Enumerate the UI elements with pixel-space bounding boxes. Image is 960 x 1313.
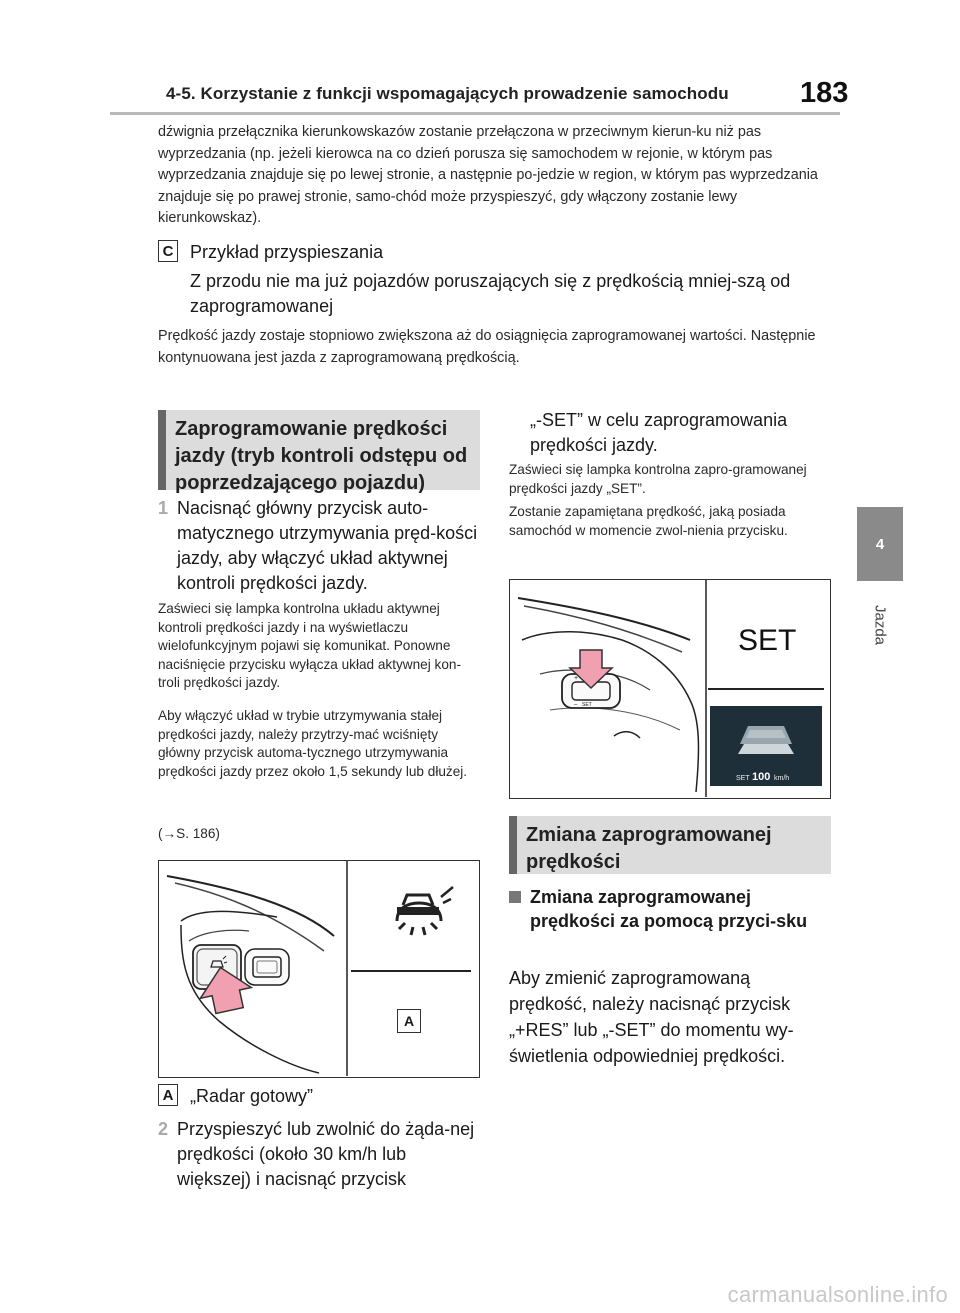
caption-text: „Radar gotowy” bbox=[190, 1086, 314, 1106]
change-speed-body: Aby zmienić zaprogramowaną prędkość, nal… bbox=[509, 968, 794, 1066]
page-number: 183 bbox=[800, 77, 849, 109]
svg-text:+: + bbox=[574, 675, 578, 682]
chapter-label: Jazda bbox=[871, 604, 889, 646]
set-label: SET bbox=[738, 624, 796, 657]
page-reference[interactable]: (→S. 186) bbox=[158, 826, 220, 841]
bullet-heading: Zmiana zaprogramowanej prędkości za pomo… bbox=[530, 887, 808, 931]
example-marker: C bbox=[158, 240, 178, 262]
svg-text:km/h: km/h bbox=[774, 775, 789, 782]
press-arrow-icon bbox=[198, 966, 254, 1015]
caption-letter: A bbox=[158, 1084, 178, 1106]
step-2-number: 2 bbox=[158, 1119, 169, 1139]
example-note: Prędkość jazdy zostaje stopniowo zwiększ… bbox=[158, 328, 816, 366]
step-1-note-1: Zaświeci się lampka kontrolna układu akt… bbox=[158, 601, 461, 690]
figure-set-speed: + – SET SET SET 100 km/h bbox=[509, 579, 831, 799]
chapter-tab[interactable]: 4 bbox=[857, 507, 903, 581]
figure-radar-ready: A bbox=[158, 860, 480, 1078]
header-title: 4-5. Korzystanie z funkcji wspomagającyc… bbox=[166, 84, 729, 103]
watermark: carmanualsonline.info bbox=[727, 1282, 948, 1307]
step-1-note-2: Aby włączyć układ w trybie utrzymywania … bbox=[158, 708, 468, 779]
section-heading-programming: Zaprogramowanie prędkości jazdy (tryb ko… bbox=[158, 410, 480, 494]
section-heading-change-speed: Zmiana zaprogramowanej prędkości bbox=[509, 816, 831, 874]
example-subtitle: Z przodu nie ma już pojazdów poruszający… bbox=[190, 271, 791, 316]
intro-paragraph: dźwignia przełącznika kierunkowskazów zo… bbox=[158, 124, 818, 226]
step-2-text: Przyspieszyć lub zwolnić do żąda-nej prę… bbox=[177, 1119, 475, 1189]
header-divider bbox=[110, 112, 840, 115]
svg-text:–: – bbox=[574, 702, 578, 708]
step-1-number: 1 bbox=[158, 498, 169, 518]
steering-wheel-illustration bbox=[166, 861, 471, 1076]
radar-car-icon bbox=[395, 886, 454, 936]
svg-text:100: 100 bbox=[752, 771, 770, 783]
svg-text:SET: SET bbox=[582, 702, 592, 708]
step-1-text: Nacisnąć główny przycisk auto-matycznego… bbox=[177, 498, 478, 593]
step-2-continued: „-SET” w celu zaprogramowania prędkości … bbox=[530, 410, 788, 455]
example-title: Przykład przyspieszania bbox=[190, 242, 384, 262]
svg-text:SET: SET bbox=[736, 775, 750, 782]
step-2-note-2: Zostanie zapamiętana prędkość, jaką posi… bbox=[509, 504, 788, 538]
press-arrow-icon bbox=[568, 649, 614, 690]
step-2-note-1: Zaświeci się lampka kontrolna zapro-gram… bbox=[509, 462, 807, 496]
bullet-square-icon bbox=[509, 891, 521, 903]
radar-car-icon bbox=[210, 955, 228, 968]
cruise-lever-icon: + – SET SET SET 100 km/h bbox=[517, 580, 824, 797]
figure-letter: A bbox=[397, 1009, 421, 1033]
